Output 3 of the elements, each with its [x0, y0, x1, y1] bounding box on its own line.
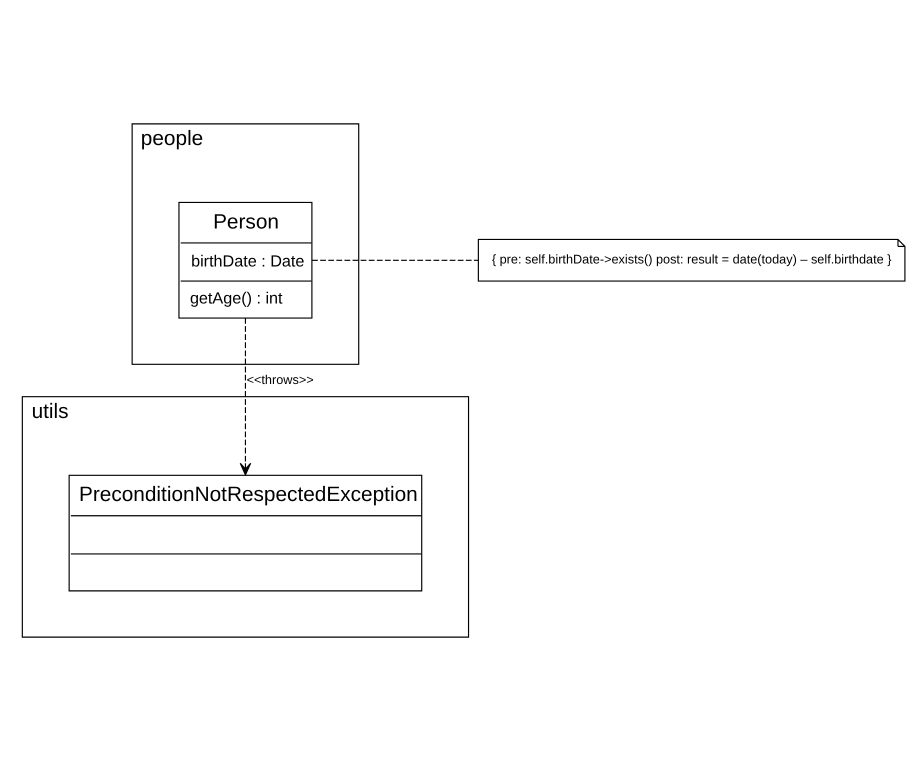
arrow — [240, 318, 252, 476]
edge-label: <<throws>> — [246, 372, 314, 387]
connector — [312, 260, 478, 261]
